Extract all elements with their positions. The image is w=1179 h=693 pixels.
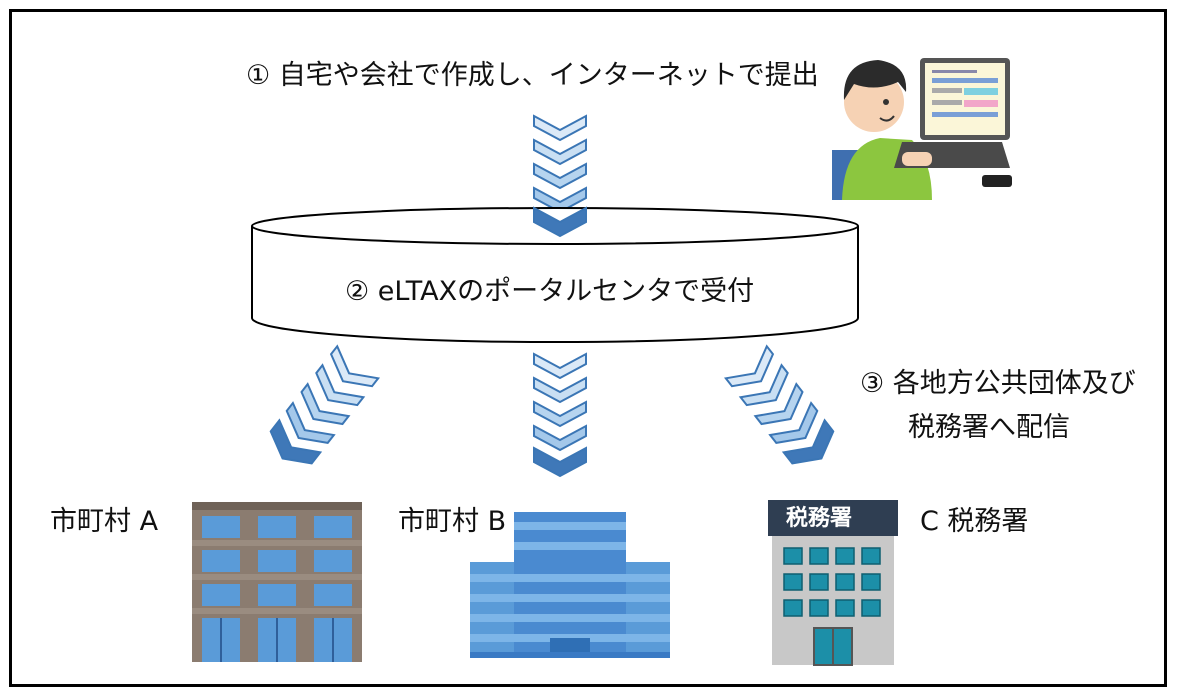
- chevron-arrow-icon: [533, 352, 587, 478]
- step-1-label: ① 自宅や会社で作成し、インターネットで提出: [246, 60, 819, 91]
- step-2-label: ② eLTAXのポータルセンタで受付: [345, 276, 755, 307]
- chevron-arrow-icon: [269, 344, 381, 465]
- destination-c-label: C 税務署: [920, 506, 1029, 537]
- step-3-label-line1: ③ 各地方公共団体及び: [860, 368, 1136, 399]
- chevron-arrow-icon: [723, 344, 835, 465]
- person-at-computer-icon: [832, 58, 1012, 200]
- destination-a-label: 市町村 A: [50, 506, 159, 537]
- step-3-label-line2: 税務署へ配信: [908, 412, 1070, 443]
- apartment-building-icon: [192, 502, 362, 662]
- tax-office-building-icon: [768, 500, 898, 666]
- diagram-frame: [9, 9, 1167, 687]
- office-building-icon: [470, 512, 670, 658]
- tax-office-sign: 税務署: [786, 506, 853, 531]
- destination-b-label: 市町村 B: [398, 506, 507, 537]
